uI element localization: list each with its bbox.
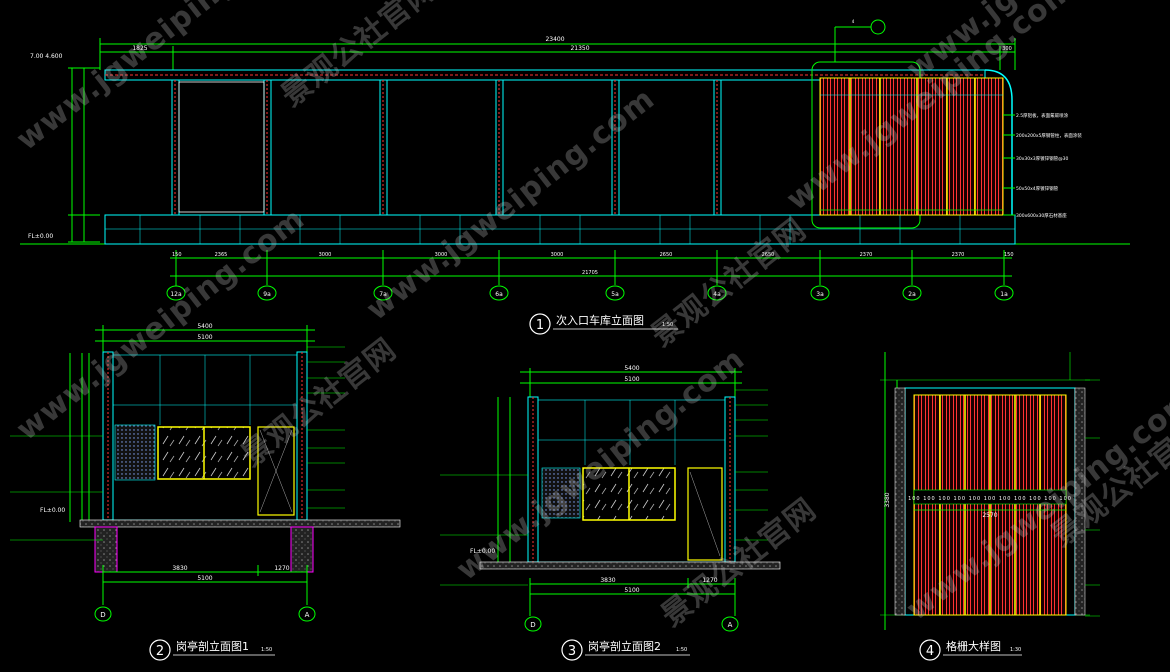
sec3-title-scale: 1:50 <box>676 647 687 653</box>
sec4-title-number: 4 <box>926 644 934 659</box>
sec3-axis-d: D <box>530 621 535 629</box>
section-4: 3380 100 100 100 100 100 100 100 100 100… <box>880 352 1100 661</box>
sec2-axis-d: D <box>100 611 105 619</box>
main-note-0: 2.5厚铝板，表面氟碳喷涂 <box>1016 112 1069 119</box>
main-elevation: 23400 21350 1825 300 7.00 4.600 FL±0.00 <box>20 19 1130 335</box>
bottom-dim-9: 150 <box>1004 252 1014 258</box>
sec2-inner-dim: 5100 <box>197 334 212 341</box>
sec4-width-dim: 2570 <box>982 512 997 519</box>
main-title-block: 1 次入口车库立面图 1:50 <box>529 313 678 335</box>
bottom-dim-ticks <box>175 250 1005 285</box>
sec2-title-text: 岗亭剖立面图1 <box>176 639 249 653</box>
left-dim-text: 1825 <box>132 45 147 52</box>
left-level-text: 7.00 4.600 <box>30 53 63 60</box>
sec3-dim-total: 5100 <box>624 587 639 594</box>
section-2: 5400 5100 FL±0.00 <box>10 323 401 661</box>
bottom-dim-2: 3000 <box>319 252 332 258</box>
bottom-dim-8: 2370 <box>952 252 965 258</box>
sec3-dim-a: 3830 <box>600 577 615 584</box>
sec3-title-number: 3 <box>568 644 576 659</box>
sec3-level: FL±0.00 <box>470 548 495 555</box>
sec2-level: FL±0.00 <box>40 507 65 514</box>
sec3-title-text: 岗亭剖立面图2 <box>588 639 661 653</box>
axis-bubbles: 12a 9a 7a 6a 5a 4a 3a 2a 1a <box>166 285 1014 301</box>
svg-text:4: 4 <box>852 19 855 24</box>
main-note-1: 200x200x5厚钢管柱，表面涂装 <box>1016 132 1082 139</box>
axis-label-7: 2a <box>908 291 916 298</box>
base-joints <box>139 215 961 244</box>
sec2-title-number: 2 <box>156 644 164 659</box>
axis-label-4: 5a <box>611 291 619 298</box>
bottom-dim-3: 3000 <box>435 252 448 258</box>
axis-label-8: 1a <box>1000 291 1008 298</box>
axis-label-6: 3a <box>816 291 824 298</box>
sec2-dim-b: 1270 <box>274 565 289 572</box>
axis-label-1: 9a <box>263 291 271 298</box>
main-note-3: 50x50x4厚镀锌钢管 <box>1016 185 1059 192</box>
inner-dim-text: 21350 <box>570 45 589 52</box>
sec2-axis-a: A <box>305 611 310 619</box>
axis-label-3: 6a <box>495 291 503 298</box>
bottom-dim-5: 2650 <box>660 252 673 258</box>
sec3-axis-a: A <box>728 621 733 629</box>
axis-label-2: 7a <box>379 291 387 298</box>
main-notes: 2.5厚铝板，表面氟碳喷涂 200x200x5厚钢管柱，表面涂装 30x30x3… <box>1003 112 1082 219</box>
bottom-dim-7: 2370 <box>860 252 873 258</box>
sec3-dim-b: 1270 <box>702 577 717 584</box>
sec3-top-dim: 5400 <box>624 365 639 372</box>
sec2-top-dim: 5400 <box>197 323 212 330</box>
bottom-total-dim: 21705 <box>582 270 598 276</box>
bottom-dim-4: 3000 <box>551 252 564 258</box>
bottom-dim-6: 2650 <box>762 252 775 258</box>
sec3-inner-dim: 5100 <box>624 376 639 383</box>
axis-label-5: 4a <box>713 291 721 298</box>
section-3: 5400 5100 FL±0.00 383 <box>440 365 781 661</box>
sec4-height-dim: 3380 <box>884 492 891 507</box>
main-note-2: 30x30x3厚镀锌钢管@30 <box>1016 155 1069 162</box>
ground-level-text: FL±0.00 <box>28 233 53 240</box>
bottom-dim-0: 150 <box>172 252 182 258</box>
right-dim-text: 300 <box>1002 46 1012 52</box>
bottom-dim-1: 2365 <box>215 252 228 258</box>
sec4-title-scale: 1:30 <box>1010 647 1021 653</box>
axis-label-0: 12a <box>170 291 182 298</box>
sec4-title-text: 格栅大样图 <box>946 639 1001 653</box>
overall-dim-text: 23400 <box>545 36 564 43</box>
main-note-4: 300x600x30厚石材基座 <box>1016 212 1067 219</box>
main-title-scale: 1:50 <box>662 322 673 328</box>
main-title-number: 1 <box>536 318 544 333</box>
sec2-dim-a: 3830 <box>172 565 187 572</box>
sec2-title-scale: 1:50 <box>261 647 272 653</box>
svg-text:100 100 100 100 100 100 100 10: 100 100 100 100 100 100 100 100 100 100 … <box>908 496 1072 502</box>
columns <box>171 79 722 216</box>
sec2-dim-total: 5100 <box>197 575 212 582</box>
main-title-text: 次入口车库立面图 <box>556 313 644 327</box>
